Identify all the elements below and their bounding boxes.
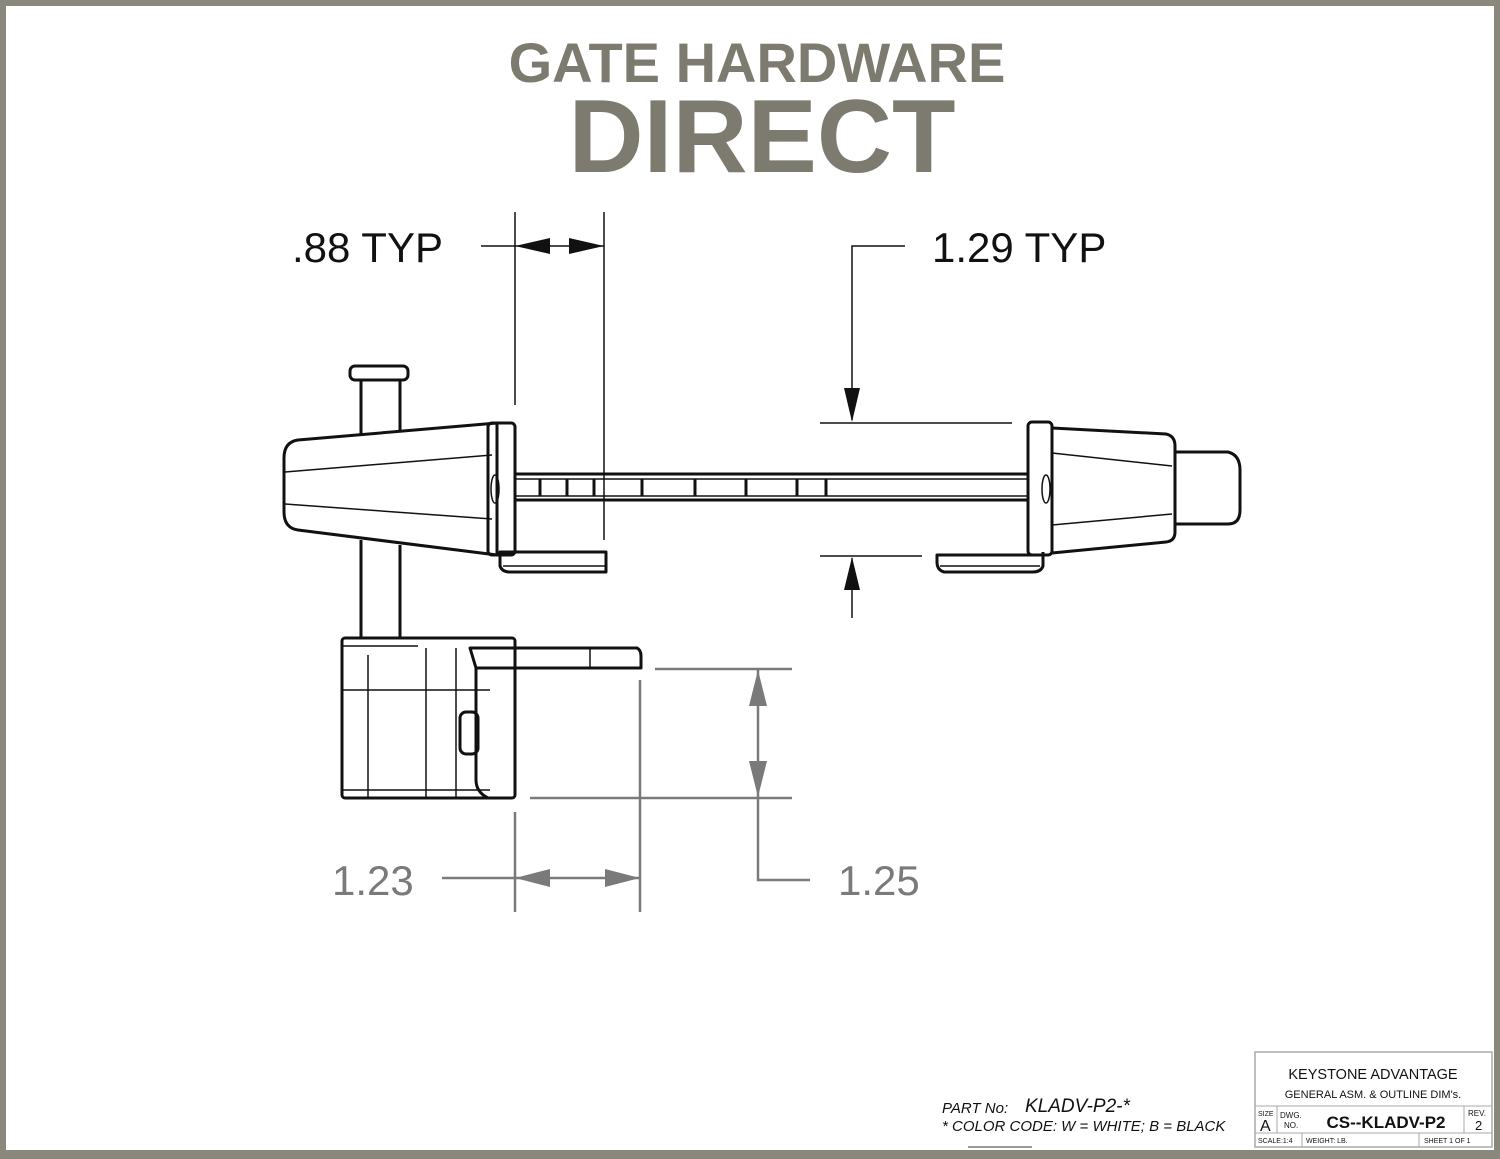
left-bracket	[498, 550, 608, 574]
arrow-left-grey	[515, 869, 550, 887]
right-bracket	[935, 552, 1045, 574]
right-cone	[1050, 426, 1177, 555]
rev-label: REV.	[1468, 1109, 1486, 1118]
scale: SCALE:1:4	[1258, 1138, 1293, 1145]
arrow-down-grey	[749, 761, 767, 797]
dimension-jaw-gap: 1.29 TYP	[820, 224, 1106, 618]
catch-assembly	[340, 636, 643, 800]
knob	[1175, 450, 1242, 526]
arrow-up	[844, 557, 860, 590]
left-cone	[282, 421, 499, 557]
arrow-right	[569, 238, 604, 254]
catch-arm	[468, 646, 643, 670]
dimension-flange-spacing: .88 TYP	[292, 212, 605, 540]
color-code: * COLOR CODE: W = WHITE; B = BLACK	[942, 1118, 1226, 1135]
sheet-number: SHEET 1 OF 1	[1424, 1138, 1471, 1145]
drawing-description: GENERAL ASM. & OUTLINE DIM's.	[1285, 1089, 1462, 1101]
dwg-label-2: NO.	[1284, 1121, 1298, 1130]
size-label: SIZE	[1258, 1111, 1274, 1118]
paper	[6, 6, 1494, 1150]
dimension-catch: 1.25 1.23	[332, 667, 920, 912]
dim-label-129: 1.29 TYP	[932, 224, 1106, 271]
dwg-number: CS--KLADV-P2	[1326, 1113, 1445, 1132]
logo-line2: DIRECT	[568, 79, 955, 195]
pin-cap	[348, 364, 410, 382]
logo-line1: GATE HARDWARE	[509, 31, 1006, 94]
catch-screw	[458, 710, 480, 756]
arrow-left	[515, 238, 550, 254]
dim-label-125: 1.25	[838, 857, 920, 904]
part-no-label: PART No:	[942, 1100, 1008, 1117]
catch-body	[340, 636, 517, 800]
arrow-down	[844, 388, 860, 422]
part-info: PART No: KLADV-P2-* * COLOR CODE: W = WH…	[942, 1096, 1226, 1148]
company-name: KEYSTONE ADVANTAGE	[1288, 1067, 1458, 1083]
title-block: KEYSTONE ADVANTAGE GENERAL ASM. & OUTLIN…	[1254, 1051, 1493, 1148]
weight: WEIGHT: LB.	[1306, 1138, 1348, 1145]
part-no: KLADV-P2-*	[1025, 1096, 1130, 1117]
latch-bar-assembly	[282, 364, 1242, 638]
arrow-up-grey	[749, 670, 767, 706]
dim-label-123: 1.23	[332, 857, 414, 904]
dwg-label-1: DWG.	[1280, 1111, 1302, 1120]
arrow-right-grey	[605, 869, 640, 887]
logo: GATE HARDWARE DIRECT	[509, 31, 1006, 195]
dim-label-088: .88 TYP	[292, 224, 443, 271]
rev-value: 2	[1475, 1118, 1482, 1133]
size-value: A	[1260, 1118, 1271, 1135]
